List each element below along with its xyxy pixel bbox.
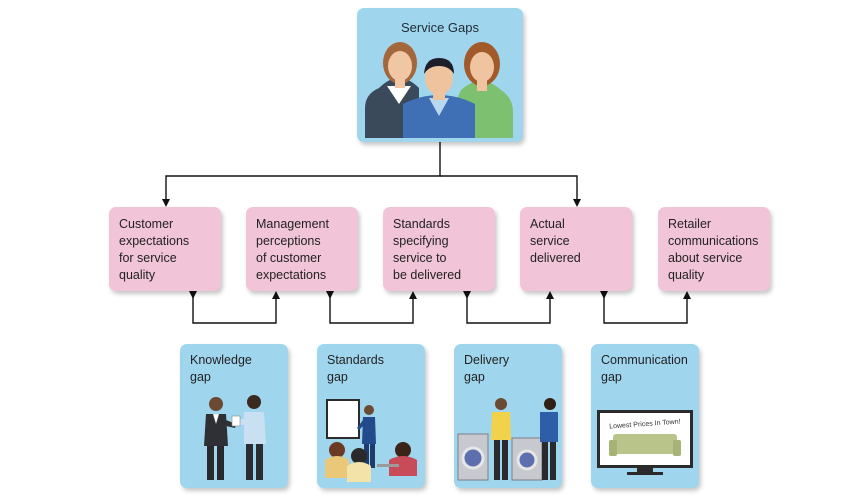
communication-gap-label: Communication gap [601,353,688,384]
delivery-gap-box: Delivery gap [454,344,562,488]
standards-gap-label: Standards gap [327,353,384,384]
actual-service-box: Actual service delivered [520,207,632,291]
tv-ad-text: Lowest Prices In Town! [609,419,681,431]
training-presentation-icon [325,399,417,482]
top-connector [162,142,441,207]
standards-gap-connector [326,291,417,324]
knowledge-gap-label: Knowledge gap [190,353,252,384]
service-standards-box: Standards specifying service to be deliv… [383,207,495,291]
delivery-gap-connector [463,291,554,324]
three-people-icon [365,42,513,138]
two-businessmen-icon [204,395,266,480]
customer-expectations-box: Customer expectations for service qualit… [109,207,221,291]
service-gaps-title: Service Gaps [400,20,480,35]
retailer-communications-box: Retailer communications about service qu… [658,207,770,291]
standards-gap-box: Standards gap [317,344,425,488]
delivery-gap-label: Delivery gap [464,353,510,384]
knowledge-gap-connector [189,291,280,324]
communication-gap-connector [600,291,691,324]
top-connector-right [440,175,581,207]
service-gaps-box: Service Gaps [357,8,523,142]
communication-gap-box: Communication gap Lowest Prices In Town! [591,344,699,488]
knowledge-gap-box: Knowledge gap [180,344,288,488]
management-perceptions-box: Management perceptions of customer expec… [246,207,358,291]
appliance-salesmen-icon [457,398,558,481]
tv-advertisement-icon: Lowest Prices In Town! [597,410,693,475]
